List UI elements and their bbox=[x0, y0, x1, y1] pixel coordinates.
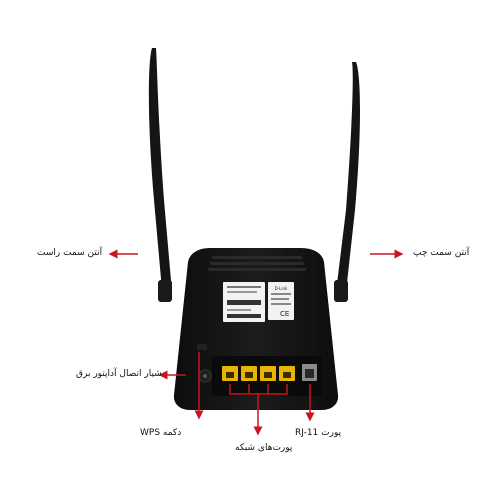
left-antenna-label: آنتن سمت چپ bbox=[413, 248, 470, 258]
left-antenna bbox=[148, 48, 172, 302]
vent-slots bbox=[208, 256, 306, 271]
lan-ports-label: پورت‌های شبکه bbox=[235, 443, 293, 453]
wps-button bbox=[197, 344, 207, 350]
power-jack bbox=[198, 369, 212, 383]
lan-ports bbox=[222, 366, 295, 381]
right-antenna bbox=[334, 62, 360, 302]
wps-button-label: دکمه WPS bbox=[140, 428, 182, 438]
right-antenna-label: آنتن سمت راست bbox=[37, 248, 103, 258]
power-jack-label: شیار اتصال آداپتور برق bbox=[76, 369, 162, 379]
rj11-port-label: پورت RJ-11 bbox=[295, 428, 342, 438]
router-body: CE D-Link bbox=[173, 248, 339, 410]
ce-mark-icon: CE bbox=[280, 310, 289, 318]
rating-sticker: CE D-Link bbox=[268, 282, 294, 320]
rj11-port bbox=[302, 364, 317, 381]
brand-badge: D-Link bbox=[275, 286, 288, 291]
product-sticker bbox=[223, 282, 265, 322]
